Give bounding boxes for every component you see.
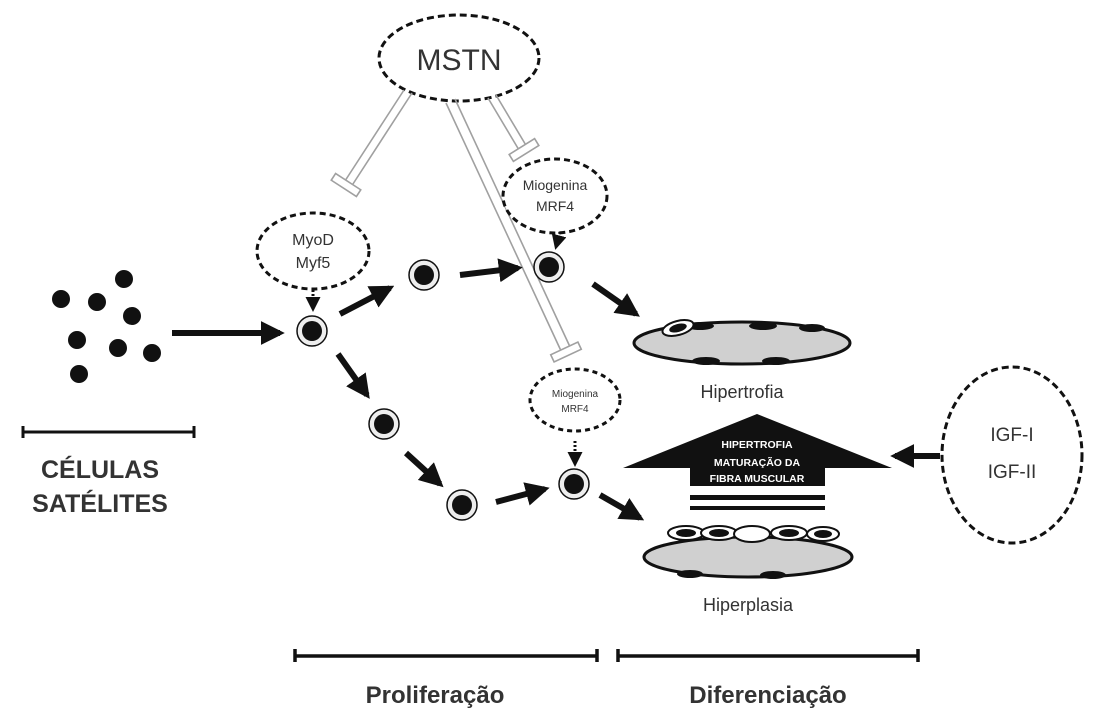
igf2-label: IGF-II — [988, 462, 1037, 483]
satellite-cell — [68, 363, 90, 385]
hiperplasia-label: Hiperplasia — [703, 595, 794, 615]
arrow-to-upper-proliferation — [338, 285, 395, 317]
arrow-to-hipertrofia-fiber — [591, 281, 640, 317]
mstn-label: MSTN — [417, 44, 502, 77]
cell-proliferating-lower-2 — [446, 489, 478, 521]
myod-label: MyoD — [292, 232, 334, 249]
big-arrow-line3: FIBRA MUSCULAR — [710, 473, 805, 485]
satellite-cell — [50, 288, 72, 310]
big-arrow-line1: HIPERTROFIA — [721, 439, 793, 451]
satellite-cell-cluster — [50, 268, 163, 385]
celulas-label-line1: CÉLULAS — [41, 455, 159, 484]
arrow-to-lower-proliferation — [335, 352, 370, 399]
diferenciacao-label: Diferenciação — [689, 682, 846, 709]
pathway-arrows — [172, 258, 940, 521]
proliferacao-bracket — [293, 649, 599, 662]
satellite-cell — [121, 305, 143, 327]
arrow-upper-proliferation — [459, 258, 523, 283]
mrf4-lower-label: MRF4 — [561, 404, 589, 415]
miogenina-mrf4-upper-node — [501, 157, 609, 235]
mstn-inhibition-to-miogenina-lower — [445, 98, 583, 364]
pathway-cells — [296, 251, 590, 521]
big-arrow-line2: MATURAÇÃO DA — [714, 456, 801, 469]
miogenina-upper-label: Miogenina — [523, 177, 588, 193]
miogenina-lower-label: Miogenina — [552, 389, 599, 400]
igf-node — [940, 365, 1084, 545]
maturation-arrow — [623, 414, 892, 510]
satellite-cell — [107, 337, 129, 359]
mstn-inhibition-to-myod — [330, 89, 413, 198]
cell-proliferating-lower-1 — [368, 408, 400, 440]
myf5-label: Myf5 — [296, 255, 331, 272]
regulator-dotted-arrows — [305, 231, 583, 467]
arrow-lower-proliferation-2 — [495, 482, 550, 506]
arrow-to-hiperplasia-fiber — [598, 492, 645, 521]
mstn-node — [377, 13, 541, 103]
mrf4-upper-label: MRF4 — [536, 198, 574, 214]
mstn-inhibition-to-miogenina-upper — [487, 94, 540, 163]
satellite-cell — [66, 329, 88, 351]
satellite-cell — [86, 291, 108, 313]
cell-proliferating-upper — [408, 259, 440, 291]
hipertrofia-muscle-fiber — [632, 319, 852, 366]
diferenciacao-bracket — [616, 649, 920, 662]
miogenina-mrf4-lower-node — [528, 367, 622, 433]
cell-differentiating-upper — [533, 251, 565, 283]
cell-activated — [296, 315, 328, 347]
hipertrofia-label: Hipertrofia — [700, 382, 784, 402]
celulas-label-line2: SATÉLITES — [32, 489, 168, 518]
hiperplasia-muscle-fiber — [642, 525, 854, 579]
satellite-cell — [113, 268, 135, 290]
arrow-lower-proliferation-1 — [403, 450, 444, 488]
celulas-bracket — [21, 426, 196, 438]
satellite-cell — [141, 342, 163, 364]
myod-myf5-node — [255, 211, 371, 291]
igf1-label: IGF-I — [990, 425, 1033, 446]
proliferacao-label: Proliferação — [366, 682, 505, 709]
cell-differentiating-lower — [558, 468, 590, 500]
stage-brackets — [21, 426, 920, 662]
